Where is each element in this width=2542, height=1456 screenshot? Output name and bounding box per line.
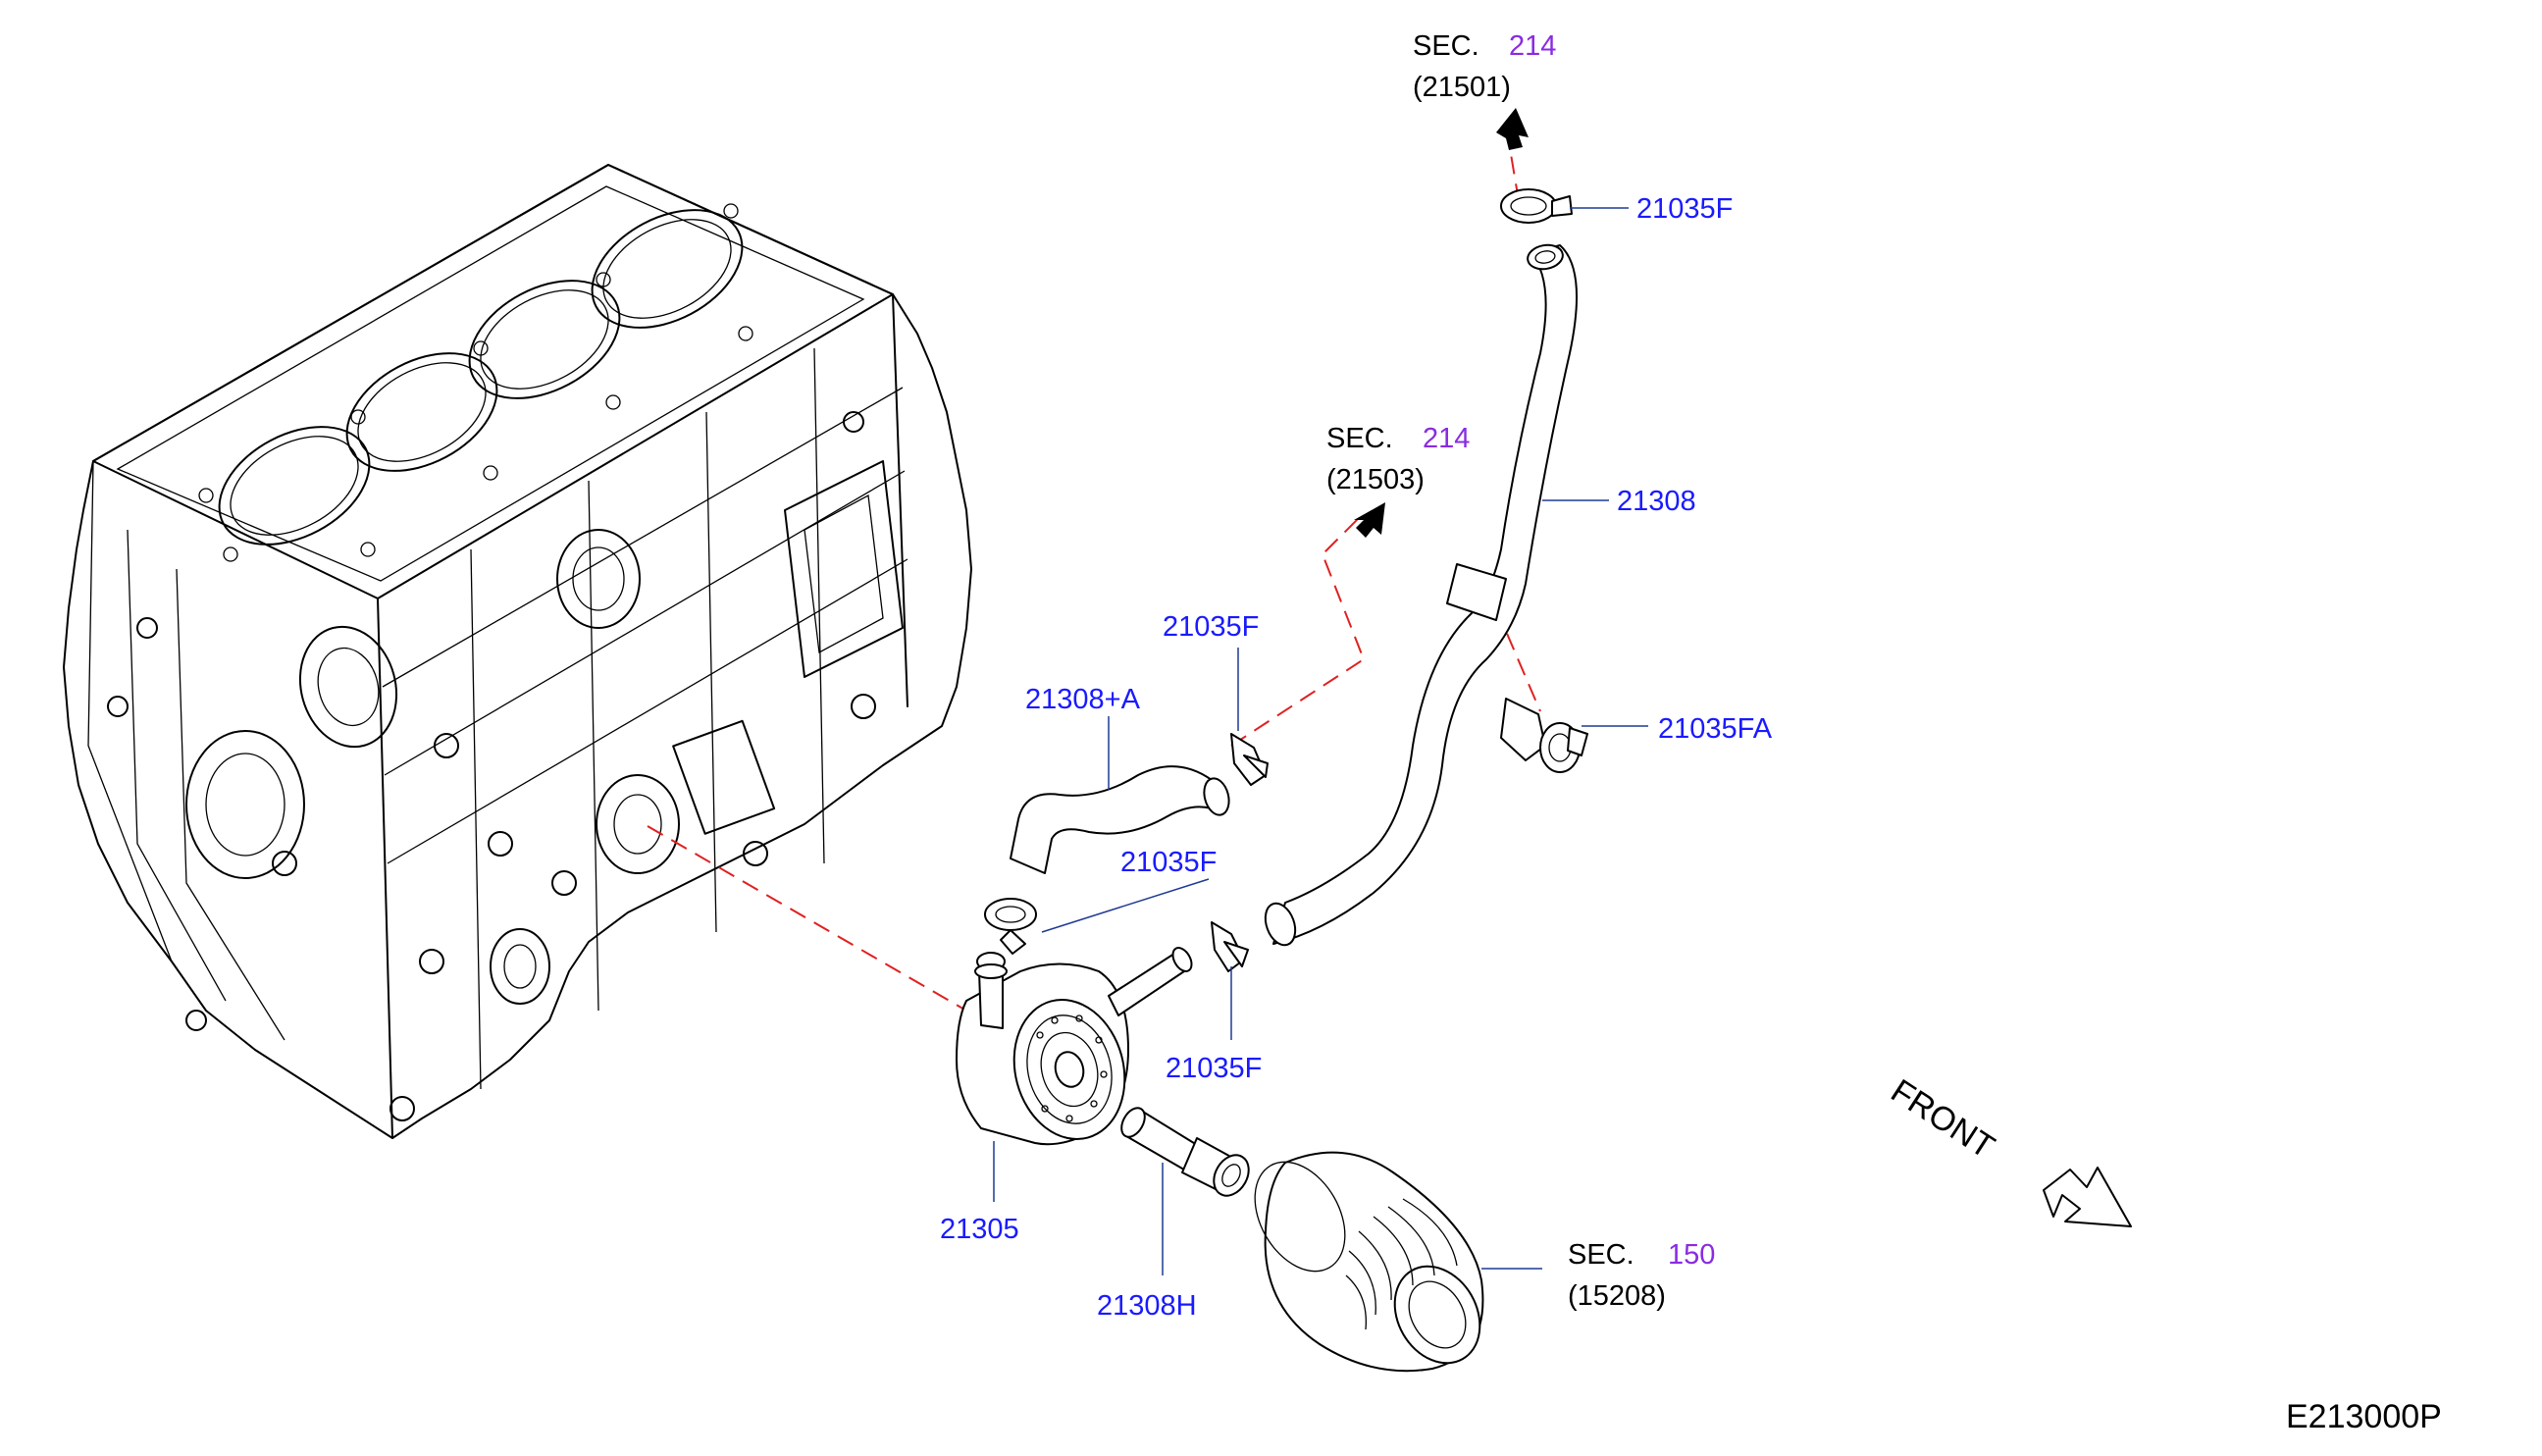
sec-214-upper-prefix: SEC. <box>1413 30 1479 62</box>
front-indicator: FRONT <box>1885 1072 2132 1227</box>
engine-block <box>63 164 972 1139</box>
clamp-upper-left <box>1230 733 1269 786</box>
sec-150-prefix: SEC. <box>1568 1239 1634 1271</box>
sec-150-ref: (15208) <box>1568 1280 1666 1312</box>
front-label: FRONT <box>1885 1072 2001 1167</box>
clamp-mid <box>984 898 1037 955</box>
label-clamp-upper-left[interactable]: 21035F <box>1163 611 1259 643</box>
front-arrow-icon <box>2043 1167 2132 1227</box>
sec-214-upper-ref: (21501) <box>1413 72 1511 103</box>
block-bolts <box>107 411 876 1121</box>
arrow-sec214-lower <box>1354 502 1385 538</box>
oil-filter <box>1254 1151 1484 1373</box>
sec-150-number[interactable]: 150 <box>1668 1239 1715 1271</box>
diagram-code: E213000P <box>2286 1398 2442 1435</box>
block-bosses <box>298 460 904 1005</box>
clamp-fa <box>1500 698 1588 773</box>
sec-214-lower-ref: (21503) <box>1326 464 1425 495</box>
oil-cooler <box>956 947 1193 1146</box>
sec-214-lower-number[interactable]: 214 <box>1423 423 1470 454</box>
sec-214-lower-prefix: SEC. <box>1326 423 1393 454</box>
connector-hose-to-clamp-fa <box>1495 607 1541 712</box>
label-connector-21308h[interactable]: 21308H <box>1097 1290 1197 1322</box>
hose-21308 <box>1264 243 1579 947</box>
label-clamp-top[interactable]: 21035F <box>1636 193 1733 225</box>
label-hose-21308[interactable]: 21308 <box>1617 486 1696 517</box>
clamp-lower <box>1211 921 1249 972</box>
hose-21308-a <box>1010 765 1230 874</box>
connector-21308h <box>1120 1107 1250 1197</box>
label-clamp-lower[interactable]: 21035F <box>1166 1053 1262 1084</box>
arrow-sec214-upper <box>1496 108 1529 150</box>
connector-block-to-cooler <box>647 825 967 1012</box>
leader-lines <box>993 207 1648 1275</box>
label-clamp-fa[interactable]: 21035FA <box>1658 713 1773 745</box>
cylinder-bores <box>218 209 744 546</box>
label-oil-cooler[interactable]: 21305 <box>940 1214 1019 1245</box>
clamp-top <box>1500 188 1573 224</box>
sec-214-upper-number[interactable]: 214 <box>1509 30 1556 62</box>
label-hose-21308-a[interactable]: 21308+A <box>1025 684 1141 715</box>
label-clamp-mid[interactable]: 21035F <box>1120 847 1217 878</box>
deck-bolt-holes <box>198 203 753 562</box>
